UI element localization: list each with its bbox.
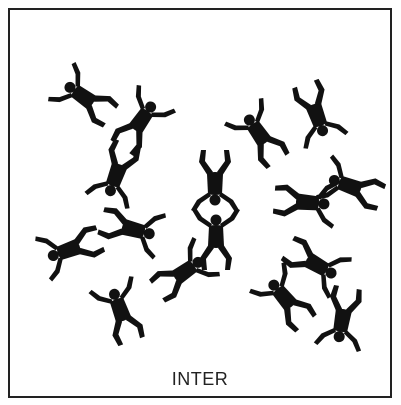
jumper-right-a — [272, 175, 338, 229]
jumper-lower-right-c — [313, 283, 372, 353]
jumper-upper-left-a — [46, 60, 125, 136]
jumper-center-top — [191, 150, 239, 212]
jumper-left-a — [94, 197, 168, 260]
jumper-lower-right-b — [247, 260, 325, 339]
jumper-upper-right-a — [222, 96, 298, 175]
formation-diagram — [10, 10, 394, 360]
jumper-upper-right-b — [282, 75, 350, 151]
jumper-lower-right-a — [275, 227, 354, 300]
jumper-lower-left-b — [87, 274, 155, 350]
jumper-left-b — [33, 215, 109, 283]
diagram-frame: INTER — [8, 8, 392, 398]
formation-caption: INTER — [171, 369, 229, 389]
